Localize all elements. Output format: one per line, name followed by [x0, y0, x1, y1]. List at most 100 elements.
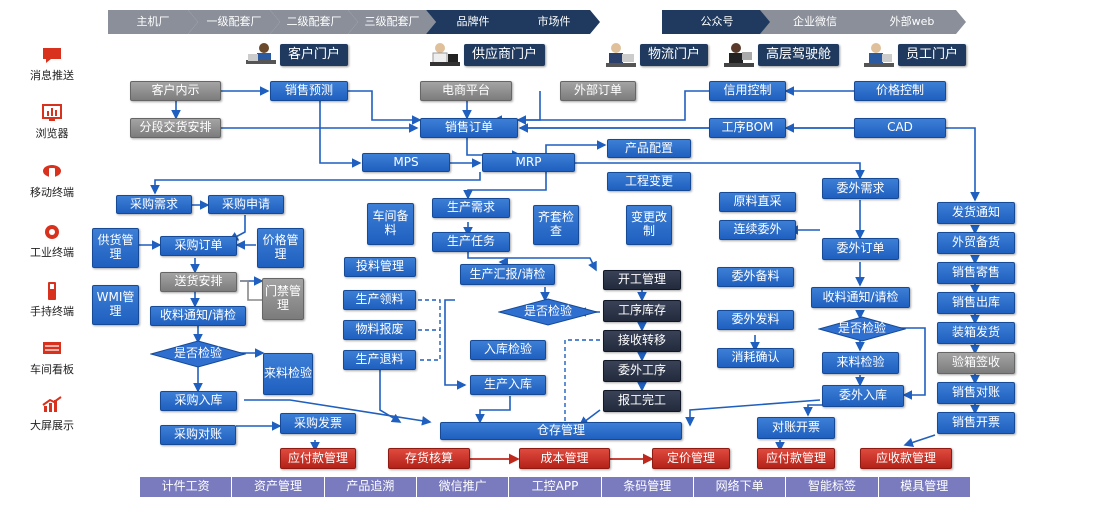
box-production-report[interactable]: 生产汇报/请检 [460, 264, 555, 285]
top-tab[interactable]: 公众号 [662, 10, 772, 34]
box-purchase-order[interactable]: 采购订单 [160, 236, 237, 256]
box-consumption-confirm[interactable]: 消耗确认 [717, 348, 794, 368]
box-consignment-sales[interactable]: 销售寄售 [937, 262, 1015, 284]
portal-employee[interactable]: 员工门户 [898, 44, 967, 66]
decision-inspection-production[interactable]: 是否检验 [498, 298, 598, 326]
box-access-control[interactable]: 门禁管理 [262, 278, 304, 320]
module-wechat-promotion[interactable]: 微信推广 [416, 477, 510, 497]
box-outsourcing-inbound[interactable]: 委外入库 [822, 385, 904, 407]
box-ecommerce[interactable]: 电商平台 [420, 81, 512, 101]
box-warehouse-management[interactable]: 仓存管理 [440, 422, 682, 440]
top-tab[interactable]: 市场件 [508, 10, 600, 34]
sidebar-item-mobile[interactable]: 移动终端 [0, 163, 104, 200]
module-industrial-app[interactable]: 工控APP [509, 477, 602, 497]
box-work-report-complete[interactable]: 报工完工 [603, 390, 681, 412]
box-production-inbound[interactable]: 生产入库 [470, 375, 546, 395]
module-barcode-management[interactable]: 条码管理 [601, 477, 694, 497]
module-smart-label[interactable]: 智能标签 [786, 477, 879, 497]
box-packing-shipment[interactable]: 装箱发货 [937, 322, 1015, 344]
sidebar-item-browser[interactable]: 浏览器 [0, 104, 104, 141]
box-inbound-inspection[interactable]: 入库检验 [470, 340, 546, 360]
sidebar-item-message-push[interactable]: 消息推送 [0, 46, 104, 83]
box-continuous-outsourcing[interactable]: 连续委外 [719, 220, 796, 240]
box-material-scrap[interactable]: 物料报废 [343, 320, 416, 340]
box-purchase-reconcile[interactable]: 采购对账 [160, 425, 236, 445]
box-receipt-notice-2[interactable]: 收料通知/请检 [811, 287, 910, 308]
portal-executive[interactable]: 高层驾驶舱 [758, 44, 840, 66]
box-incoming-inspection[interactable]: 来料检验 [263, 353, 313, 395]
portal-logistics[interactable]: 物流门户 [640, 44, 709, 66]
box-material-feeding[interactable]: 投料管理 [344, 257, 416, 277]
box-production-task[interactable]: 生产任务 [432, 232, 510, 252]
top-tab[interactable]: 外部web [858, 10, 966, 34]
box-start-work[interactable]: 开工管理 [603, 270, 681, 290]
box-outsourcing-process[interactable]: 委外工序 [603, 360, 681, 382]
box-sales-invoice[interactable]: 销售开票 [937, 412, 1015, 434]
box-staged-delivery[interactable]: 分段交货安排 [130, 118, 221, 138]
box-delivery-schedule[interactable]: 送货安排 [160, 272, 237, 292]
box-outsourcing-issue[interactable]: 委外发料 [717, 310, 794, 330]
module-asset-management[interactable]: 资产管理 [232, 477, 325, 497]
box-foreign-trade-stock[interactable]: 外贸备货 [937, 232, 1015, 254]
box-sales-outbound[interactable]: 销售出库 [937, 292, 1015, 314]
box-outsourcing-requirement[interactable]: 委外需求 [822, 178, 899, 199]
box-mrp[interactable]: MRP [482, 153, 575, 172]
box-accounts-payable-2[interactable]: 应付款管理 [757, 448, 835, 469]
box-outsourcing-order[interactable]: 委外订单 [822, 238, 899, 260]
module-online-ordering[interactable]: 网络下单 [693, 477, 787, 497]
decision-inspection-purchase[interactable]: 是否检验 [150, 340, 246, 368]
box-price-control[interactable]: 价格控制 [854, 81, 946, 101]
box-credit-control[interactable]: 信用控制 [709, 81, 786, 101]
top-tab[interactable]: 品牌件 [426, 10, 520, 34]
box-cost-management[interactable]: 成本管理 [519, 448, 610, 469]
top-tab[interactable]: 二级配套厂 [270, 10, 358, 34]
box-production-requirement[interactable]: 生产需求 [432, 198, 510, 218]
module-product-traceability[interactable]: 产品追溯 [324, 477, 417, 497]
box-supply-management[interactable]: 供货管理 [92, 228, 139, 268]
box-accounts-payable[interactable]: 应付款管理 [280, 448, 356, 469]
sidebar-item-industrial[interactable]: 工业终端 [0, 223, 104, 260]
top-tab[interactable]: 一级配套厂 [188, 10, 280, 34]
box-purchase-requirement[interactable]: 采购需求 [116, 195, 192, 214]
box-customer-forecast[interactable]: 客户内示 [130, 81, 221, 101]
box-kitting-check[interactable]: 齐套检查 [533, 205, 579, 245]
box-delivery-notice[interactable]: 发货通知 [937, 202, 1015, 224]
box-process-bom[interactable]: 工序BOM [709, 118, 786, 138]
box-wmi-management[interactable]: WMI管理 [92, 285, 139, 325]
box-change-rework[interactable]: 变更改制 [626, 205, 672, 245]
box-process-inventory[interactable]: 工序库存 [603, 300, 681, 322]
box-incoming-inspection-2[interactable]: 来料检验 [822, 352, 899, 374]
box-external-order[interactable]: 外部订单 [560, 81, 636, 101]
sidebar-item-workshop-board[interactable]: 车间看板 [0, 340, 104, 377]
box-engineering-change[interactable]: 工程变更 [607, 172, 691, 191]
top-tab[interactable]: 主机厂 [108, 10, 198, 34]
portal-customer[interactable]: 客户门户 [280, 44, 349, 66]
box-receipt-notice[interactable]: 收料通知/请检 [150, 306, 246, 326]
box-purchase-invoice[interactable]: 采购发票 [280, 413, 356, 434]
box-receive-transfer[interactable]: 接收转移 [603, 330, 681, 352]
box-product-config[interactable]: 产品配置 [607, 139, 691, 158]
top-tab[interactable]: 三级配套厂 [348, 10, 436, 34]
portal-supplier[interactable]: 供应商门户 [464, 44, 546, 66]
decision-inspection-outsourcing[interactable]: 是否检验 [818, 316, 906, 342]
box-accounts-receivable[interactable]: 应收款管理 [860, 448, 952, 469]
box-outsourcing-prep[interactable]: 委外备料 [717, 267, 794, 287]
box-production-return[interactable]: 生产退料 [343, 350, 416, 370]
box-pricing-management[interactable]: 定价管理 [652, 448, 730, 469]
box-purchase-inbound[interactable]: 采购入库 [160, 391, 237, 411]
top-tab[interactable]: 企业微信 [760, 10, 870, 34]
box-inventory-accounting[interactable]: 存货核算 [388, 448, 470, 469]
box-sales-reconcile[interactable]: 销售对账 [937, 382, 1015, 404]
box-price-management[interactable]: 价格管理 [257, 228, 304, 268]
box-sales-order[interactable]: 销售订单 [420, 118, 518, 138]
box-workshop-prep[interactable]: 车间备料 [367, 203, 414, 245]
box-raw-direct-purchase[interactable]: 原料直采 [719, 192, 796, 212]
box-purchase-request[interactable]: 采购申请 [208, 195, 284, 214]
box-reconcile-invoice[interactable]: 对账开票 [757, 417, 835, 439]
sidebar-item-big-screen[interactable]: 大屏展示 [0, 396, 104, 433]
box-sales-forecast[interactable]: 销售预测 [270, 81, 348, 101]
module-mold-management[interactable]: 模具管理 [878, 477, 970, 497]
box-box-signoff[interactable]: 验箱签收 [937, 352, 1015, 374]
box-material-requisition[interactable]: 生产领料 [343, 290, 416, 310]
box-cad[interactable]: CAD [854, 118, 946, 138]
